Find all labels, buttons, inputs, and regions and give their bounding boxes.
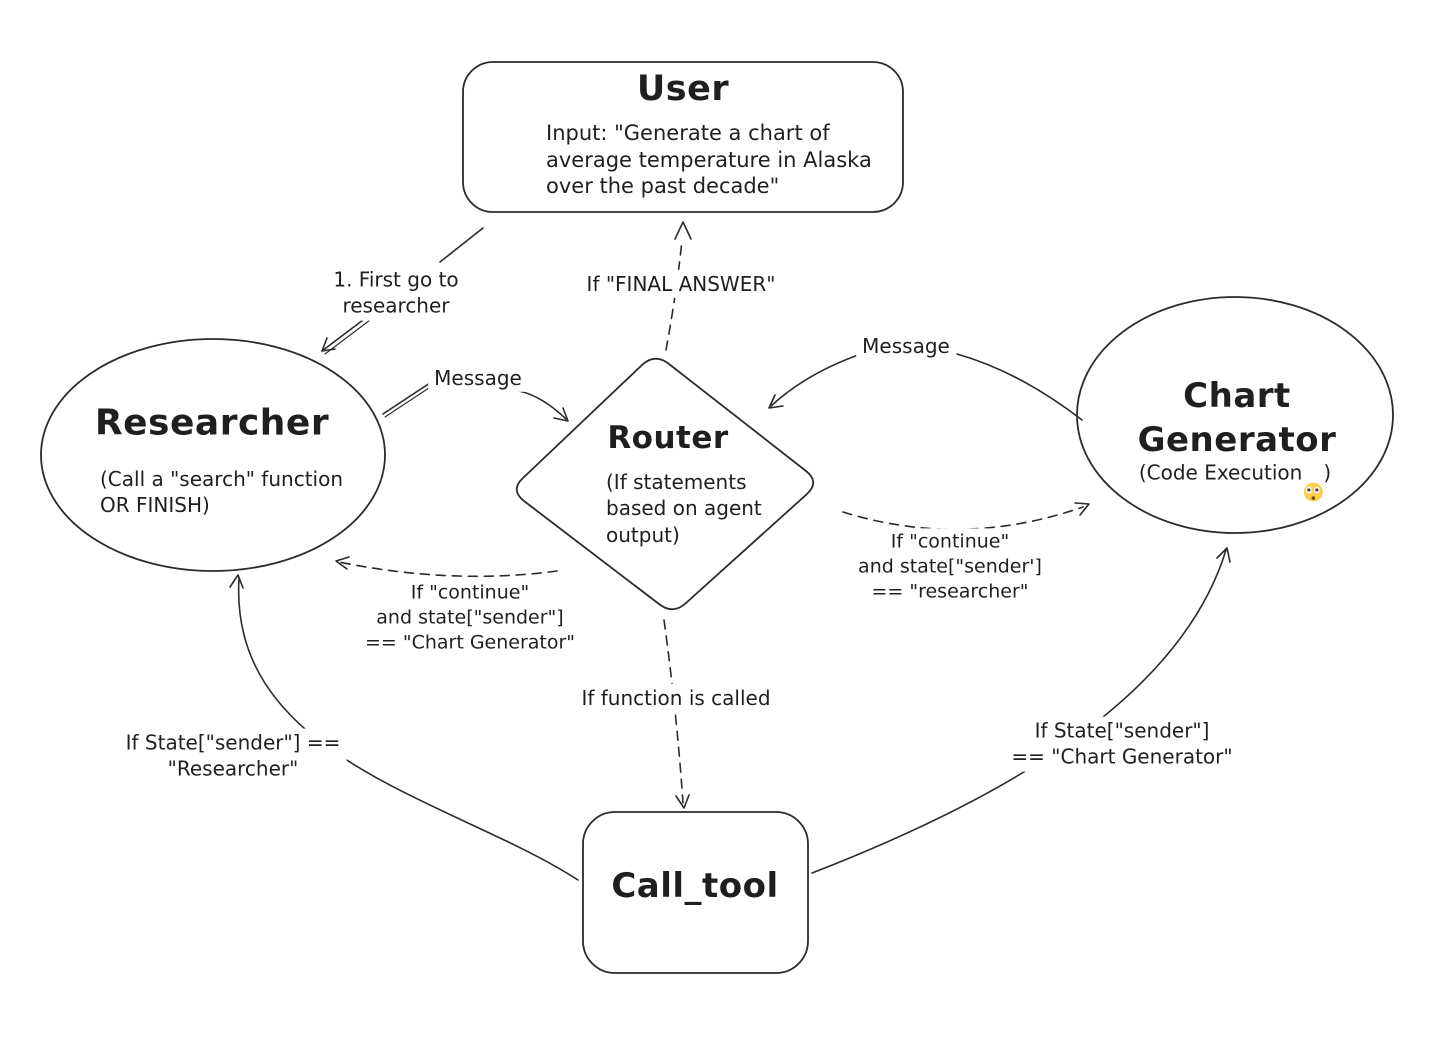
arrowhead-user-to-researcher (321, 337, 336, 352)
call-tool-node-title: Call_tool (611, 866, 779, 906)
edge-label-state-sender-researcher: If State["sender"] == "Researcher" (119, 728, 347, 784)
arrowhead-router-to-researcher (335, 556, 350, 570)
researcher-node-shape (40, 338, 386, 572)
edge-chart-generator-to-router (770, 352, 865, 407)
edge-user-to-researcher (324, 319, 371, 355)
edge-label-state-sender-chart-generator: If State["sender"] == "Chart Generator" (1005, 716, 1239, 772)
chart-generator-node-title: Chart Generator (1137, 375, 1337, 460)
user-node-subtitle: Input: "Generate a chart of average temp… (546, 121, 872, 199)
edge-label-continue-sender-chart-generator: If "continue" and state["sender"] == "Ch… (358, 579, 582, 657)
router-node-subtitle: (If statements based on agent output) (606, 470, 762, 547)
arrowhead-router-to-chart-generator (1074, 502, 1090, 516)
router-node-title: Router (607, 420, 729, 456)
arrowhead-call-tool-to-chart-generator (1216, 547, 1231, 563)
arrowhead-call-tool-to-researcher (229, 574, 244, 589)
chart-generator-subtitle-text: ) (1323, 460, 1332, 485)
chart-generator-node-shape (1076, 296, 1394, 534)
edge-router-to-researcher (338, 561, 558, 578)
edge-router-to-call-tool (663, 619, 684, 804)
edge-chart-generator-to-router (956, 353, 1083, 421)
edge-user-to-researcher (439, 227, 484, 263)
arrowhead-router-to-call-tool (675, 794, 690, 809)
edge-label-message-researcher: Message (428, 363, 528, 393)
chart-generator-node-subtitle: (Code Execution😳) (1139, 461, 1331, 502)
edge-label-message-chart-generator: Message (856, 331, 956, 361)
router-node-shape (515, 357, 815, 611)
call-tool-node-shape (582, 811, 809, 974)
researcher-node-subtitle: (Call a "search" function OR FINISH) (100, 467, 343, 518)
arrowhead-researcher-to-router (553, 407, 569, 422)
chart-generator-subtitle-text: (Code Execution (1138, 460, 1303, 485)
edge-user-to-researcher (321, 316, 368, 352)
user-node-title: User (636, 69, 730, 109)
edge-label-if-function-is-called: If function is called (575, 683, 777, 713)
researcher-node-title: Researcher (94, 402, 330, 444)
edge-router-to-chart-generator (842, 506, 1084, 531)
edge-call-tool-to-researcher (238, 577, 579, 881)
edge-router-to-user (665, 239, 683, 351)
edge-researcher-to-router (382, 378, 437, 415)
edge-label-first-go-to-researcher: 1. First go to researcher (327, 265, 465, 321)
arrowhead-chart-generator-to-router (768, 394, 784, 409)
edge-researcher-to-router (518, 390, 567, 420)
edge-label-final-answer: If "FINAL ANSWER" (580, 269, 782, 299)
arrowhead-router-to-user (674, 221, 692, 240)
user-node-shape (462, 61, 904, 213)
flushed-face-emoji: 😳 (1303, 482, 1323, 502)
edge-label-continue-sender-researcher: If "continue" and state["sender'] == "re… (852, 528, 1048, 606)
